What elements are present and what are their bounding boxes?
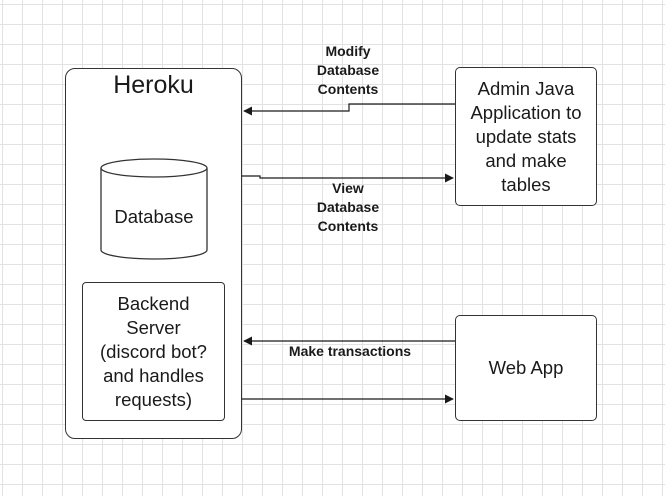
edge-label-modify: Modify Database Contents (316, 43, 380, 97)
database-cylinder (100, 158, 208, 260)
web-app-box (455, 315, 597, 421)
web-app-label: Web App (488, 357, 564, 378)
backend-server-box (82, 282, 225, 421)
backend-server-label: Backend Server (discord bot? and handles… (100, 292, 207, 410)
admin-java-app-box (455, 67, 597, 206)
edge-label-transactions: Make transactions (288, 343, 412, 359)
edge-label-view: View Database Contents (316, 180, 380, 234)
arrow-modify-database (243, 103, 455, 116)
heroku-title: Heroku (113, 70, 194, 99)
arrow-view-database (242, 173, 454, 183)
admin-java-app-label: Admin Java Application to update stats a… (470, 77, 582, 195)
database-label: Database (114, 206, 194, 227)
